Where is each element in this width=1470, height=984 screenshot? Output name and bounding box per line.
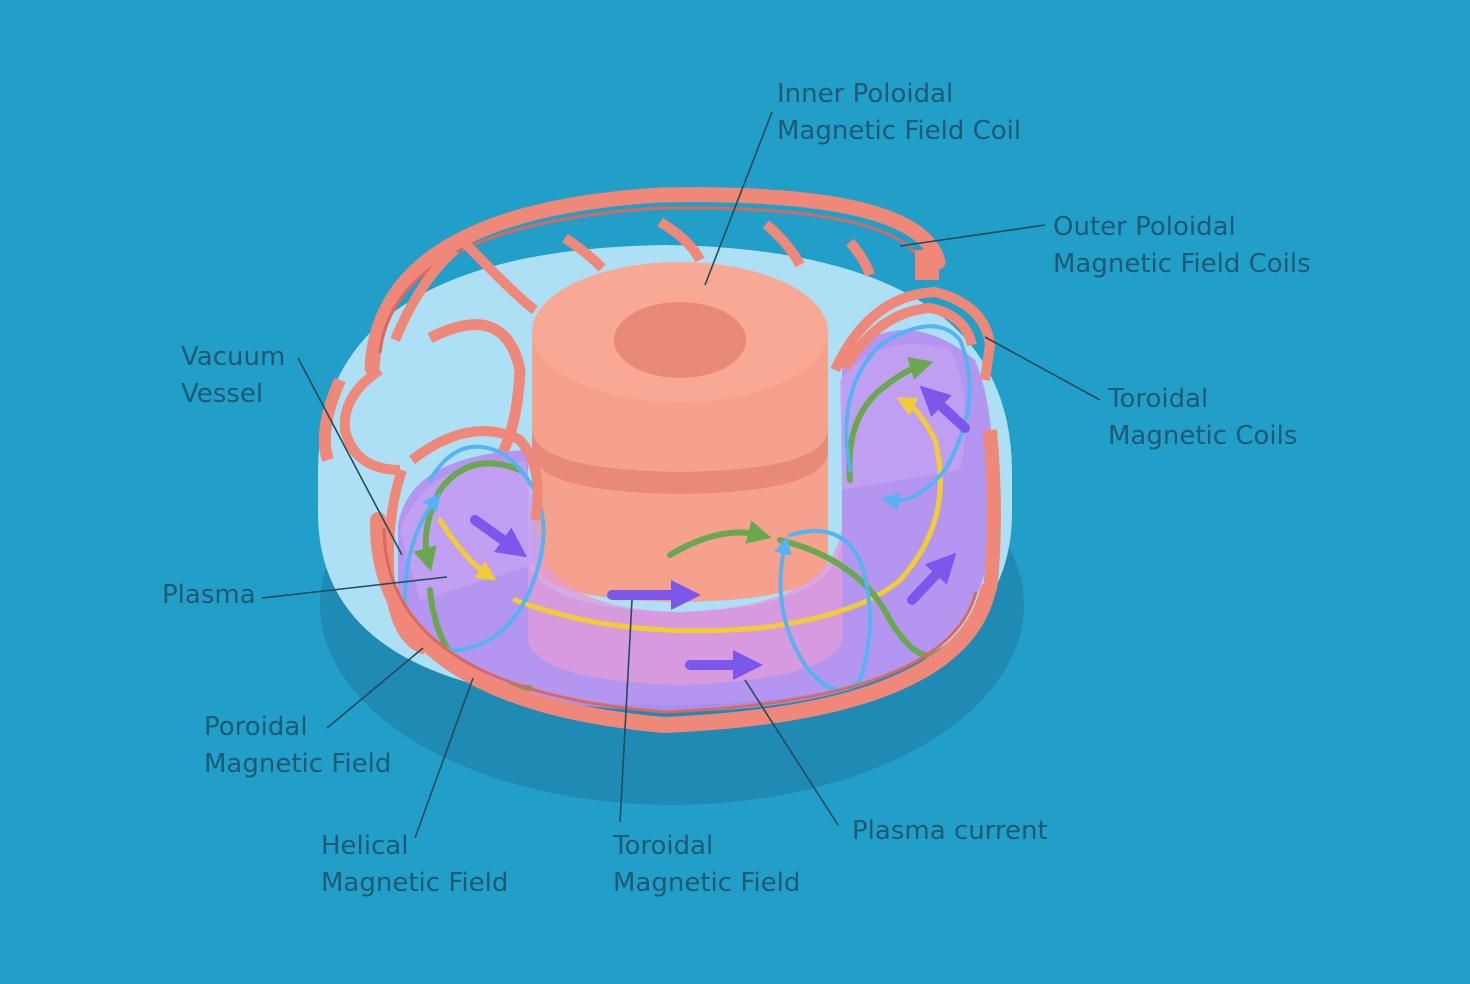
label-plasma: Plasma — [162, 580, 256, 610]
label-outer-poloidal-coils: Outer Poloidal Magnetic Field Coils — [1053, 212, 1311, 279]
label-vacuum-vessel: Vacuum Vessel — [181, 342, 286, 409]
label-helical-field: Helical Magnetic Field — [321, 831, 509, 898]
toroidal-field-line — [437, 517, 497, 581]
outer-poloidal-coil-bottom — [318, 377, 1001, 734]
helical-field-line — [413, 460, 523, 572]
label-poloidal-field: Poroidal Magnetic Field — [204, 712, 392, 779]
toroidal-coils-back — [339, 217, 875, 486]
label-plasma-current: Plasma current — [852, 816, 1048, 846]
label-inner-poloidal-coil: Inner Poloidal Magnetic Field Coil — [777, 79, 1022, 146]
outer-poloidal-coil-top — [364, 187, 946, 376]
label-toroidal-coils: Toroidal Magnetic Coils — [1108, 384, 1298, 451]
label-toroidal-field: Toroidal Magnetic Field — [613, 831, 801, 898]
plasma-current-arrow — [470, 515, 528, 558]
poloidal-field-line — [402, 444, 546, 653]
leader-lines — [261, 111, 1101, 839]
